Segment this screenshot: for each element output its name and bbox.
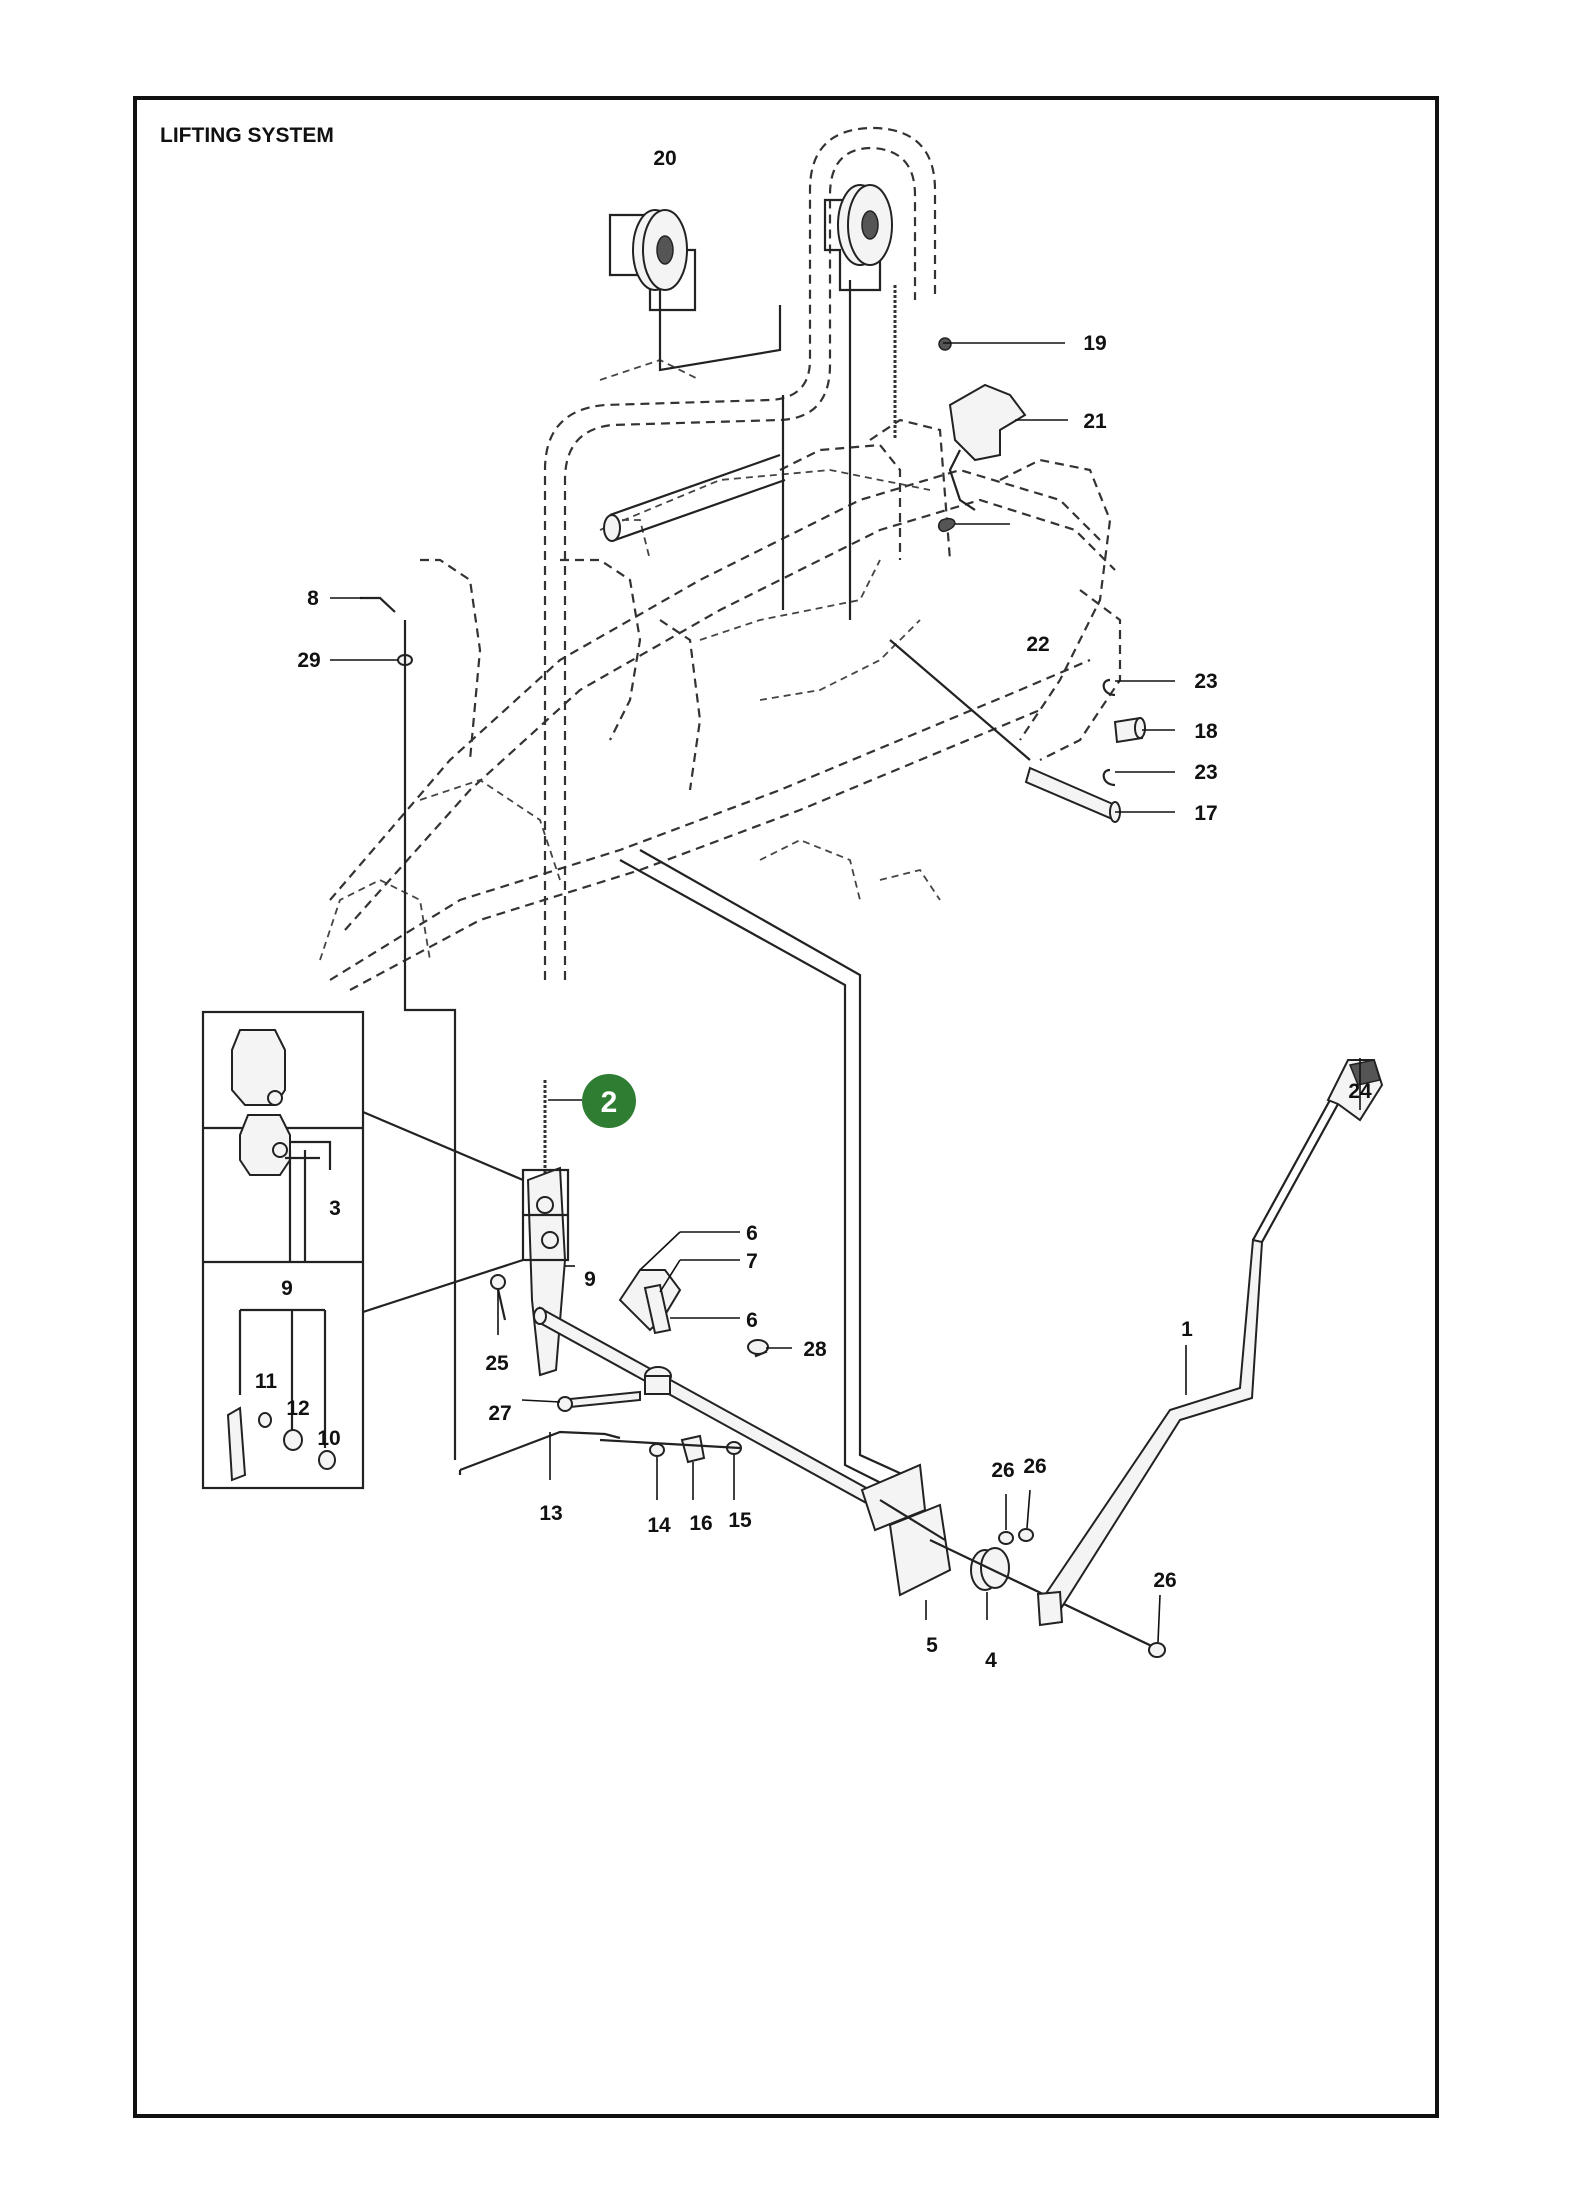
callout-7: 7 xyxy=(746,1250,758,1273)
leader-lines xyxy=(330,342,1361,1643)
bushing-4 xyxy=(970,1547,1010,1591)
inset-connector xyxy=(362,1110,524,1182)
callout-labels: 20 19 21 22 8 29 23 18 23 17 24 3 9 6 7 … xyxy=(255,147,1372,1672)
callout-25: 25 xyxy=(485,1352,509,1375)
callout-18: 18 xyxy=(1194,720,1218,743)
callout-3: 3 xyxy=(329,1197,341,1220)
page-title: LIFTING SYSTEM xyxy=(160,124,334,147)
bolt-26a xyxy=(998,1531,1014,1545)
callout-10: 10 xyxy=(317,1427,340,1450)
callout-9b: 9 xyxy=(281,1277,293,1300)
lift-rod xyxy=(639,849,916,1482)
lift-lever xyxy=(1036,1099,1339,1627)
callout-24: 24 xyxy=(1348,1080,1372,1103)
detail-inset xyxy=(201,1010,365,1490)
callout-5: 5 xyxy=(926,1634,938,1657)
callout-28: 28 xyxy=(803,1338,827,1361)
bracket-5 xyxy=(860,1463,952,1597)
chassis-frame xyxy=(319,126,1122,991)
chain-bracket xyxy=(937,337,1027,532)
rod-13 xyxy=(459,1430,621,1472)
callout-19: 19 xyxy=(1083,332,1106,355)
inset-connector xyxy=(362,1258,524,1314)
callout-9a: 9 xyxy=(584,1268,596,1291)
rod-to-pin-17 xyxy=(889,639,1031,761)
callout-29: 29 xyxy=(297,649,320,672)
callout-16: 16 xyxy=(689,1512,712,1535)
pin-18 xyxy=(1113,716,1146,744)
callout-1: 1 xyxy=(1181,1318,1193,1341)
callout-6a: 6 xyxy=(746,1222,758,1245)
callout-8: 8 xyxy=(307,587,319,610)
bolt-25 xyxy=(490,1274,506,1290)
callout-13: 13 xyxy=(539,1502,562,1525)
page-frame xyxy=(133,96,1439,2118)
rod-13-line xyxy=(599,1438,741,1450)
pin-17 xyxy=(1024,766,1121,823)
pulley-left xyxy=(608,209,782,372)
bolt-26b xyxy=(1018,1528,1034,1542)
rod-13-vertical xyxy=(403,620,457,1460)
nut-14 xyxy=(649,1443,665,1457)
fitting-16 xyxy=(680,1434,706,1464)
lift-rod xyxy=(619,859,906,1496)
callout-26c: 26 xyxy=(1153,1569,1176,1592)
callout-27: 27 xyxy=(488,1402,511,1425)
lever-knob xyxy=(1326,1059,1384,1122)
pulley-right xyxy=(823,184,893,292)
callout-22: 22 xyxy=(1026,633,1049,656)
nut-28 xyxy=(747,1339,769,1355)
clip-23-upper xyxy=(1102,678,1116,697)
callout-15: 15 xyxy=(728,1509,752,1532)
bolt-26c xyxy=(1148,1642,1166,1658)
clip-23-lower xyxy=(1102,768,1116,787)
cross-shaft xyxy=(533,1269,871,1507)
callout-23a: 23 xyxy=(1194,670,1217,693)
callout-21: 21 xyxy=(1083,410,1107,433)
callout-23b: 23 xyxy=(1194,761,1217,784)
badge-number: 2 xyxy=(601,1086,618,1119)
item-2-badge: 2 xyxy=(582,1074,636,1128)
callout-12: 12 xyxy=(286,1397,309,1420)
lift-arm xyxy=(526,1166,567,1377)
callout-20: 20 xyxy=(653,147,676,170)
callout-17: 17 xyxy=(1194,802,1217,825)
callout-14: 14 xyxy=(647,1514,671,1537)
callout-26a: 26 xyxy=(991,1459,1014,1482)
callout-26b: 26 xyxy=(1023,1455,1046,1478)
callout-11: 11 xyxy=(255,1370,278,1393)
callout-6b: 6 xyxy=(746,1309,758,1332)
spring-8 xyxy=(360,596,396,613)
callout-4: 4 xyxy=(985,1649,997,1672)
